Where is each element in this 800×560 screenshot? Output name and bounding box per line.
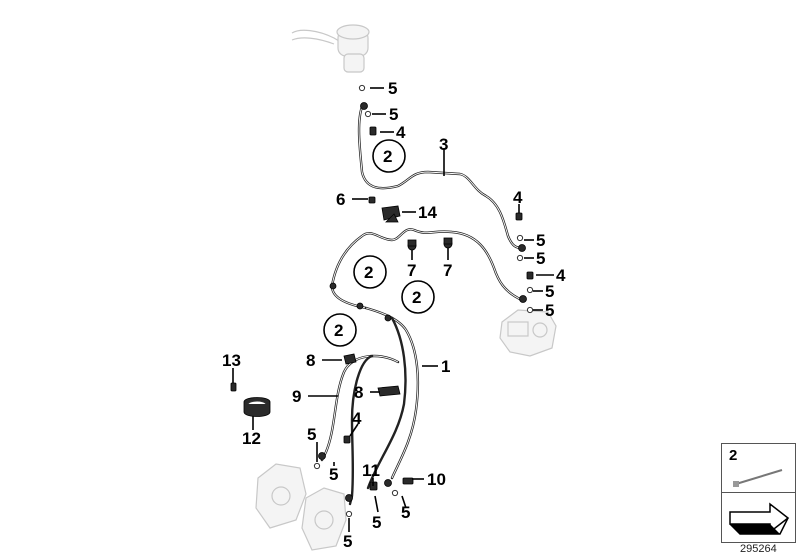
- arrow-icon: [729, 502, 790, 535]
- callout-5: 5: [536, 249, 545, 268]
- diagram-id: 295264: [740, 543, 777, 555]
- callout-5: 5: [536, 231, 545, 250]
- callout-5: 5: [545, 282, 554, 301]
- callout-5: 5: [545, 301, 554, 320]
- circle-2a: [372, 139, 406, 173]
- brake-line-3: [357, 102, 524, 250]
- callout-2: 2: [334, 321, 343, 340]
- callout-4: 4: [513, 188, 523, 207]
- circle-2b: [353, 255, 387, 289]
- circle-2d: [323, 313, 357, 347]
- callout-13: 13: [222, 351, 241, 370]
- circle-2c: [401, 280, 435, 314]
- callout-6: 6: [336, 190, 345, 209]
- callout-5: 5: [389, 105, 398, 124]
- callout-5: 5: [329, 465, 338, 484]
- circled-callouts: [323, 139, 435, 347]
- callout-3: 3: [439, 135, 448, 154]
- abs-unit-ghost: [499, 309, 557, 357]
- callout-8: 8: [354, 383, 363, 402]
- callout-2: 2: [364, 263, 373, 282]
- leader-lines: [232, 87, 554, 532]
- callout-8: 8: [306, 351, 315, 370]
- callout-5: 5: [401, 503, 410, 522]
- callout-5: 5: [388, 79, 397, 98]
- master-cylinder-ghost: [291, 24, 370, 73]
- brake-calipers-ghost: [255, 463, 347, 551]
- legend-box: 2: [721, 443, 796, 543]
- brake-line-9: [320, 354, 400, 506]
- legend-label: 2: [729, 447, 738, 464]
- callout-11: 11: [362, 461, 380, 480]
- callout-5: 5: [372, 513, 381, 532]
- legend-part-panel: 2: [722, 444, 795, 493]
- callout-2: 2: [383, 147, 392, 166]
- callout-14: 14: [418, 203, 437, 222]
- callout-2: 2: [412, 288, 421, 307]
- callout-10: 10: [427, 470, 446, 489]
- callout-9: 9: [292, 387, 301, 406]
- callout-5: 5: [307, 425, 316, 444]
- callout-4: 4: [396, 123, 406, 142]
- callout-4: 4: [556, 266, 566, 285]
- brake-line-2-upper: [330, 228, 524, 310]
- callout-5: 5: [343, 532, 352, 551]
- callout-labels: 5 5 4 2 3 6 14 4 5 5 4 5 5 7 7 2 2 2 1 8…: [222, 79, 566, 551]
- callout-7: 7: [407, 261, 416, 280]
- cable-tie-icon: [733, 469, 783, 487]
- callout-1: 1: [441, 357, 450, 376]
- callout-12: 12: [242, 429, 261, 448]
- callout-7: 7: [443, 261, 452, 280]
- fittings: [230, 84, 534, 518]
- callout-4: 4: [352, 409, 362, 428]
